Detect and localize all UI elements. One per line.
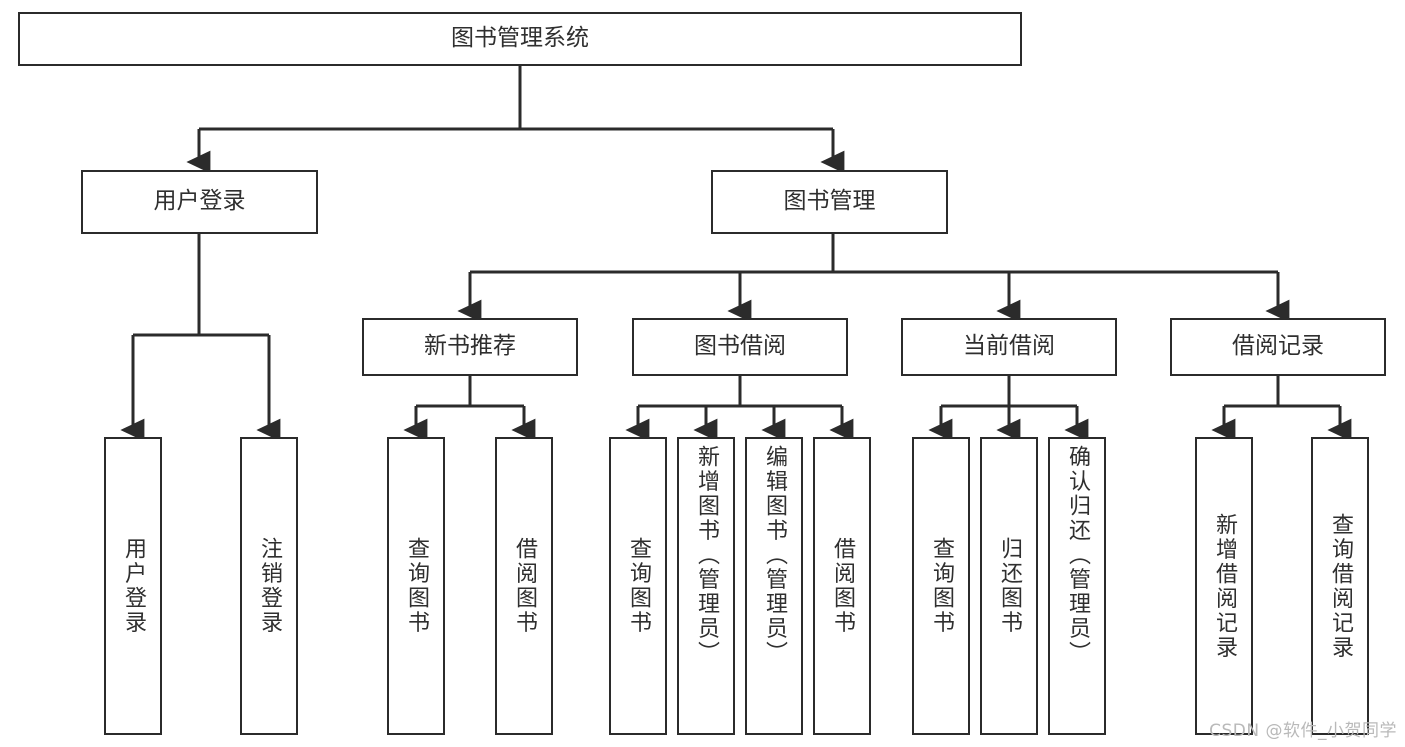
node-leaf-logout-login[interactable]: 注销登录 bbox=[240, 437, 298, 735]
node-label: 用户登录 bbox=[153, 188, 246, 215]
node-label: 查询图书 bbox=[626, 537, 651, 635]
node-label: 图书借阅 bbox=[694, 333, 786, 360]
node-leaf-query-book-recommend[interactable]: 查询图书 bbox=[387, 437, 445, 735]
node-book-management-system[interactable]: 图书管理系统 bbox=[18, 12, 1022, 66]
node-leaf-confirm-return-admin[interactable]: 确认归还（管理员） bbox=[1048, 437, 1106, 735]
node-label: 当前借阅 bbox=[963, 333, 1055, 360]
node-label: 查询借阅记录 bbox=[1328, 512, 1353, 660]
node-label: 新增借阅记录 bbox=[1212, 512, 1237, 660]
node-leaf-add-book-admin[interactable]: 新增图书（管理员） bbox=[677, 437, 735, 735]
node-current-borrow[interactable]: 当前借阅 bbox=[901, 318, 1117, 376]
node-new-book-recommend[interactable]: 新书推荐 bbox=[362, 318, 578, 376]
node-leaf-query-book-borrow[interactable]: 查询图书 bbox=[609, 437, 667, 735]
node-label: 借阅图书 bbox=[512, 537, 537, 635]
node-label: 注销登录 bbox=[257, 537, 282, 635]
node-label: 新书推荐 bbox=[424, 333, 516, 360]
node-user-login[interactable]: 用户登录 bbox=[81, 170, 318, 234]
node-leaf-borrow-book-borrow[interactable]: 借阅图书 bbox=[813, 437, 871, 735]
node-book-management[interactable]: 图书管理 bbox=[711, 170, 948, 234]
node-label: 借阅图书 bbox=[830, 537, 855, 635]
node-borrow-record[interactable]: 借阅记录 bbox=[1170, 318, 1386, 376]
node-label: 编辑图书（管理员） bbox=[762, 445, 787, 666]
node-leaf-edit-book-admin[interactable]: 编辑图书（管理员） bbox=[745, 437, 803, 735]
node-label: 查询图书 bbox=[404, 537, 429, 635]
node-label: 确认归还（管理员） bbox=[1065, 445, 1090, 666]
node-label: 图书管理 bbox=[783, 188, 876, 215]
node-leaf-add-borrow-record[interactable]: 新增借阅记录 bbox=[1195, 437, 1253, 735]
node-leaf-user-login[interactable]: 用户登录 bbox=[104, 437, 162, 735]
node-leaf-query-borrow-record[interactable]: 查询借阅记录 bbox=[1311, 437, 1369, 735]
node-leaf-borrow-book-recommend[interactable]: 借阅图书 bbox=[495, 437, 553, 735]
node-book-borrow[interactable]: 图书借阅 bbox=[632, 318, 848, 376]
node-label: 用户登录 bbox=[121, 537, 146, 635]
csdn-watermark: CSDN @软件_小贺同学 bbox=[1209, 721, 1397, 741]
node-label: 归还图书 bbox=[997, 537, 1022, 635]
node-label: 新增图书（管理员） bbox=[694, 445, 719, 666]
node-label: 查询图书 bbox=[929, 537, 954, 635]
node-leaf-return-book[interactable]: 归还图书 bbox=[980, 437, 1038, 735]
node-leaf-query-book-current[interactable]: 查询图书 bbox=[912, 437, 970, 735]
node-label: 借阅记录 bbox=[1232, 333, 1324, 360]
node-label: 图书管理系统 bbox=[451, 25, 589, 52]
